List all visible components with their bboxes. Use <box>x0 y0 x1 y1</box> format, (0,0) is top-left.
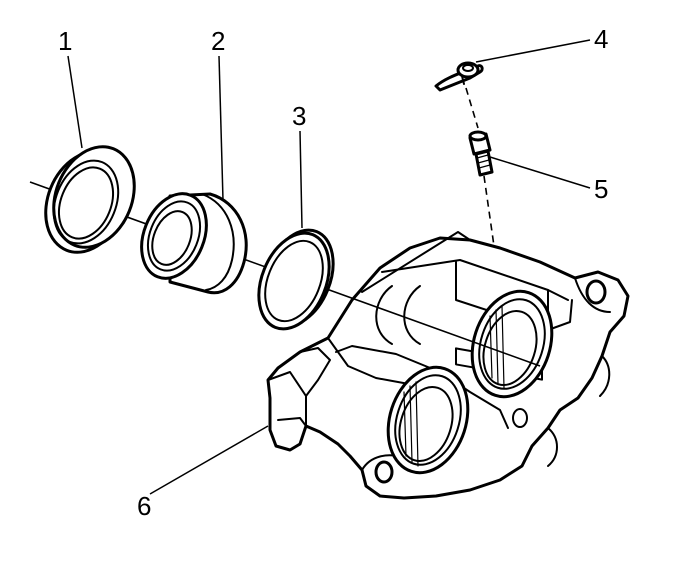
leader-4 <box>475 39 591 63</box>
ring-inner <box>264 239 324 323</box>
callout-1: 1 <box>58 26 72 56</box>
lower-bore-groove-2 <box>398 386 454 462</box>
upper-bore-threads <box>489 305 505 389</box>
bridge-inner-edge <box>381 259 569 301</box>
lower-bore-groove-1 <box>394 374 462 466</box>
callout-3: 3 <box>292 101 306 131</box>
lobe-right-lower <box>547 427 558 467</box>
lower-piston-bore <box>386 365 470 475</box>
bleed-port <box>512 408 528 428</box>
right-ear-hole <box>585 279 607 305</box>
abutment-top <box>267 371 307 397</box>
lower-bore-threads <box>403 381 419 467</box>
callout-5: 5 <box>594 174 608 204</box>
leader-lines <box>67 39 591 495</box>
bleeder-cap <box>434 61 484 92</box>
seal-inner-back <box>57 166 115 240</box>
valve-to-housing-guide <box>483 175 495 247</box>
left-abutment <box>299 347 331 427</box>
dust-boot-seal <box>44 145 136 254</box>
cavity-inner <box>335 345 441 373</box>
valve-tip <box>468 130 488 142</box>
rear-bore-edge <box>375 285 393 345</box>
piston-seal-ring <box>257 228 335 331</box>
leader-2 <box>218 55 224 201</box>
piston-groove <box>201 193 235 291</box>
bridge-top-edge <box>361 231 471 293</box>
abutment-lower <box>277 417 307 427</box>
rear-bore-edge-2 <box>403 285 421 345</box>
callout-6: 6 <box>137 491 151 521</box>
seal-inner-front <box>52 159 120 245</box>
leader-3 <box>299 130 303 229</box>
leader-6 <box>149 425 269 495</box>
callout-2: 2 <box>211 26 225 56</box>
piston <box>140 192 248 295</box>
piston-face-recess <box>151 210 193 266</box>
bleeder-valve <box>468 130 494 177</box>
valve-thread-lines <box>476 154 491 169</box>
leader-1 <box>67 55 83 149</box>
callout-4: 4 <box>594 24 608 54</box>
caliper-housing <box>266 231 630 500</box>
upper-bore-groove-1 <box>478 298 546 390</box>
leader-5 <box>489 156 591 189</box>
piston-face-inner <box>146 200 202 272</box>
lobe-right-upper <box>599 355 611 397</box>
right-ear-edge <box>574 277 611 313</box>
bottom-ear-hole <box>374 460 394 484</box>
cap-to-valve-guide <box>465 87 479 129</box>
cap-neck <box>461 75 465 85</box>
cap-top <box>462 64 474 72</box>
